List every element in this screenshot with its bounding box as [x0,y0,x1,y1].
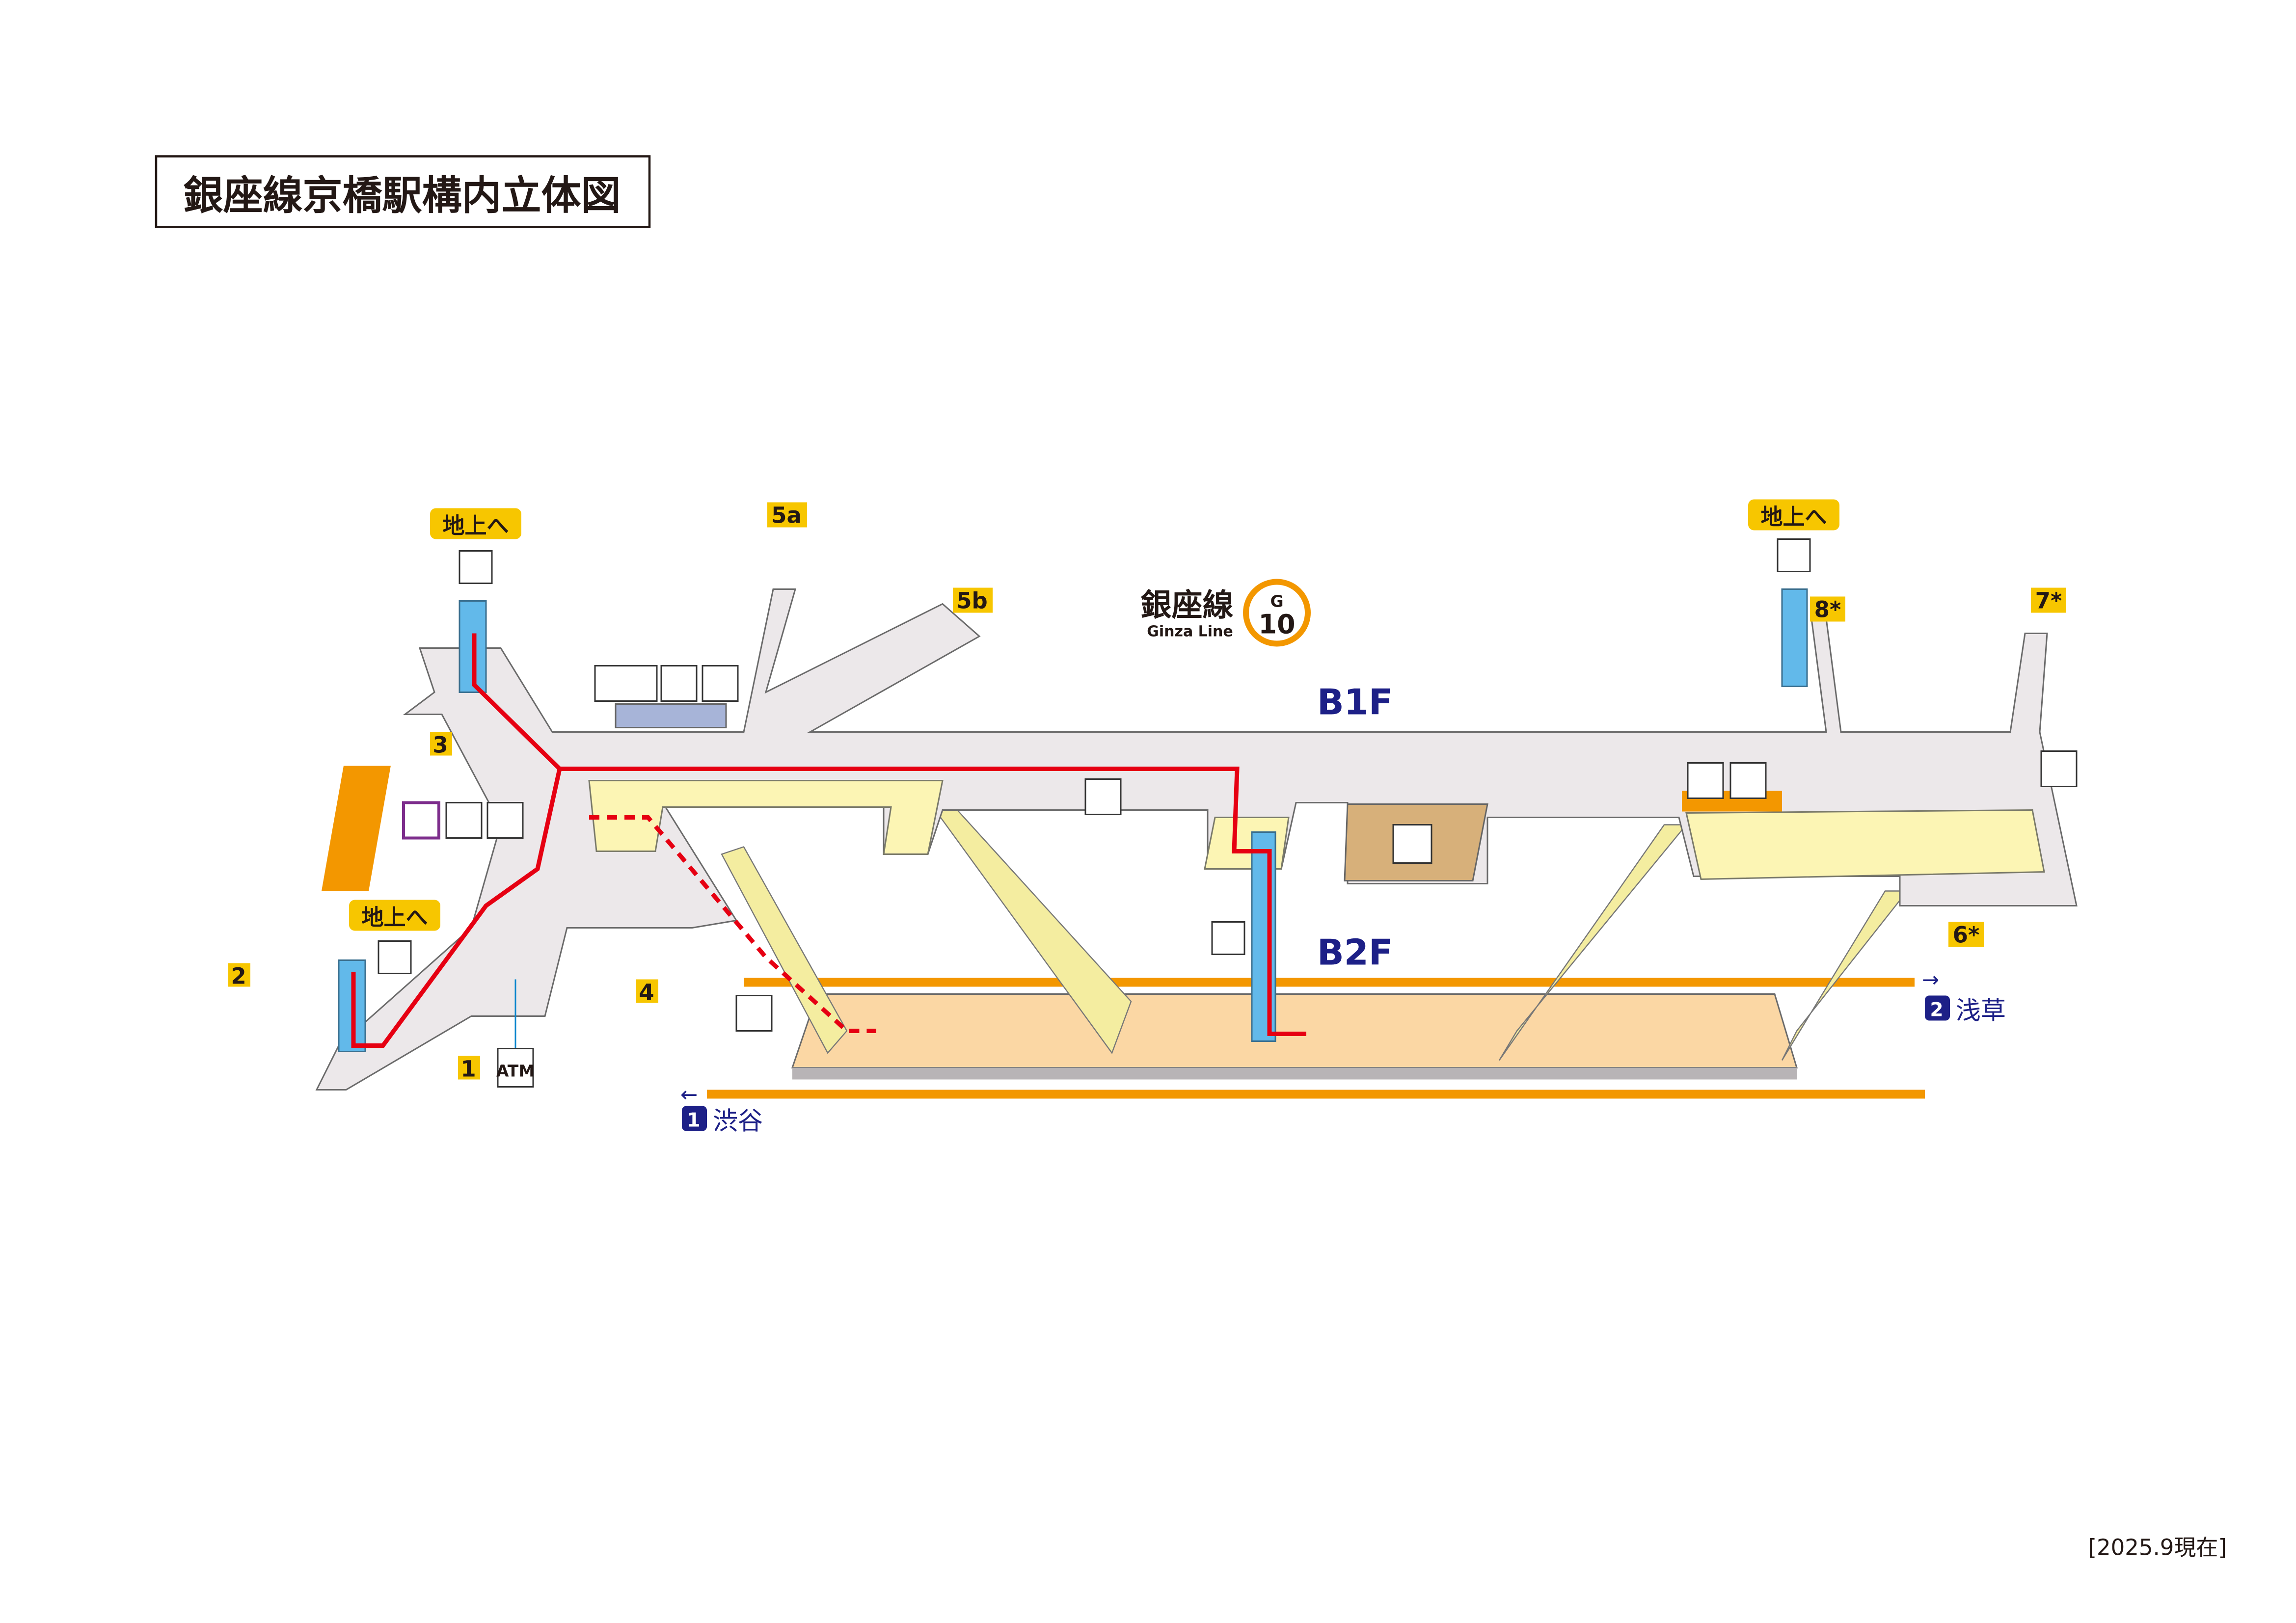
exit-5b[interactable]: 5b [956,588,988,614]
line-badge: 銀座線 Ginza Line G 10 [1141,579,1311,647]
exit-7[interactable]: 7* [2035,588,2062,614]
arrow-right-icon: → [1922,968,1939,992]
as-of-date: [2025.9現在] [2088,1535,2227,1561]
direction-number: 2 [1930,999,1943,1021]
line-symbol [1243,579,1311,647]
station-number: 10 [1258,609,1295,640]
to-ground-label: 地上へ [1760,504,1827,530]
elevator-icon [1211,921,1245,955]
exit-5a[interactable]: 5a [771,503,802,529]
title-box: 銀座線京橋駅構内立体図 [155,155,651,228]
exit-8[interactable]: 8* [1814,597,1841,623]
gate-area-west [588,780,944,855]
to-ground-labels: 地上へ 地上へ 地上へ [349,499,1839,931]
to-ground-label: 地上へ [442,513,509,539]
direction-asakusa: → 2 浅草 [1922,968,2006,1026]
accessible-route [351,633,1306,1048]
station-office-icon [1392,824,1432,864]
b2f-platform [707,978,1925,1099]
ticket-machines [321,766,391,891]
elevator-shaft-platform [1251,831,1276,1042]
exit-4[interactable]: 4 [639,980,654,1006]
floor-label-b1f: B1F [1317,682,1393,723]
atm-icon [497,1048,534,1088]
line-letter: G [1270,592,1283,611]
stair-lift-icon [735,995,773,1032]
line-name-ja: 銀座線 [1141,587,1234,623]
b1f-concourse [315,588,2078,1091]
elevator-icon [378,940,412,974]
exit-3[interactable]: 3 [432,732,448,758]
ticket-office-icon [1687,762,1724,799]
ticket-office-icon [486,802,524,839]
facility-icons: ATM [378,538,2078,1088]
baby-icon [660,665,698,702]
elevator-shaft-8 [1781,588,1808,687]
stair-east [1781,890,1909,1061]
elevator-icon [1777,538,1811,572]
direction-destination: 渋谷 [713,1107,763,1136]
floor-label-b2f: B2F [1317,932,1393,973]
toilet-icon [594,665,658,702]
to-ground-label: 地上へ [361,905,428,931]
elevator-icon [459,550,493,584]
exit-1[interactable]: 1 [460,1056,476,1082]
exit-2[interactable]: 2 [231,963,246,989]
commuter-pass-icon [1729,762,1767,799]
direction-shibuya: ← 1 渋谷 [680,1083,763,1136]
commuter-pass-icon [445,802,483,839]
direction-destination: 浅草 [1956,997,2006,1026]
direction-number: 1 [687,1110,700,1132]
toilet-block [615,703,727,728]
exit-labels[interactable]: 3 2 1 4 5a 5b 6* 7* 8* [228,502,2066,1082]
stair-center-east [1498,824,1688,1061]
locker-icon [1084,778,1122,815]
line-name-en: Ginza Line [1147,623,1233,640]
gate-area-east [1685,809,2045,880]
page-title: 銀座線京橋駅構内立体図 [183,173,621,219]
multipurpose-icon [702,665,739,702]
exit-6[interactable]: 6* [1953,922,1980,948]
atm-label: ATM [496,1062,535,1081]
arrow-left-icon: ← [680,1083,698,1107]
phone-icon [2040,750,2078,787]
qr-ticket-icon [402,801,440,840]
